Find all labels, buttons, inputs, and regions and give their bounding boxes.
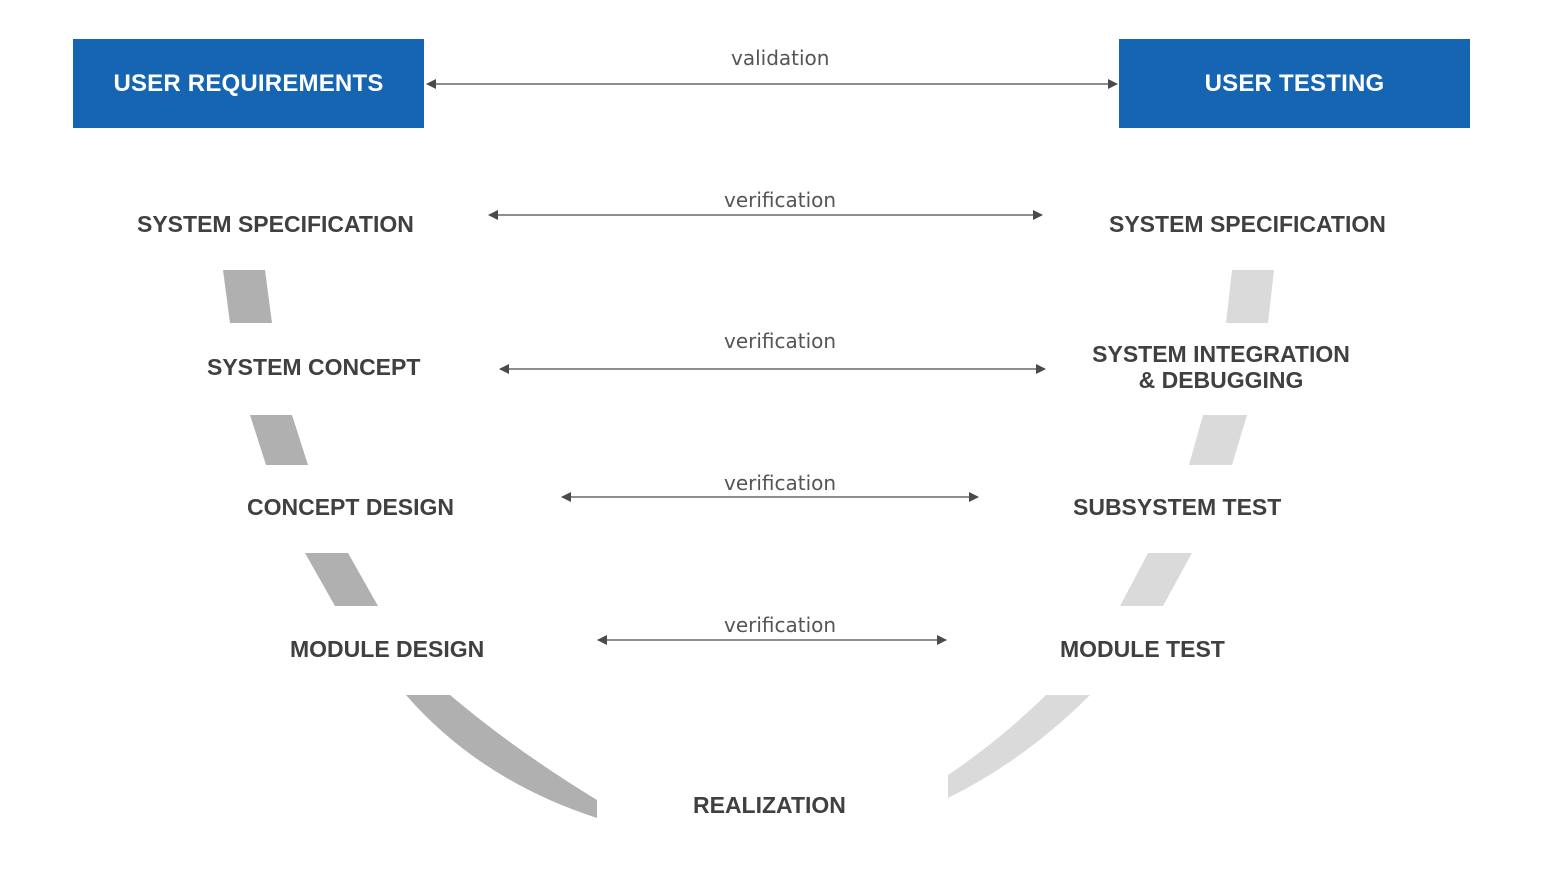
verification-label-2: verification [724, 329, 837, 353]
right-stage-system-integration: SYSTEM INTEGRATION & DEBUGGING [1079, 341, 1363, 393]
left-stage-system-concept: SYSTEM CONCEPT [207, 354, 421, 380]
left-stage-concept-design: CONCEPT DESIGN [247, 494, 455, 520]
bottom-stage-realization: REALIZATION [693, 792, 846, 818]
verification-label-4: verification [724, 613, 837, 637]
left-path-segment-4 [406, 695, 597, 818]
verification-label-3: verification [724, 471, 837, 495]
left-path-segment-1 [223, 270, 272, 323]
left-stage-system-specification: SYSTEM SPECIFICATION [137, 211, 414, 237]
left-stage-module-design: MODULE DESIGN [290, 636, 485, 662]
right-stage-subsystem-test: SUBSYSTEM TEST [1073, 494, 1282, 520]
right-stage-module-test: MODULE TEST [1060, 636, 1225, 662]
user-testing-label: USER TESTING [1204, 69, 1385, 97]
right-path-segment-4 [948, 695, 1090, 798]
validation-label: validation [731, 46, 830, 70]
right-path-segment-3 [1120, 553, 1192, 606]
right-path-segment-1 [1226, 270, 1274, 323]
right-stage-system-specification: SYSTEM SPECIFICATION [1109, 211, 1386, 237]
verification-label-1: verification [724, 188, 837, 212]
user-testing-box: USER TESTING [1119, 39, 1470, 128]
user-requirements-label: USER REQUIREMENTS [113, 69, 384, 97]
user-requirements-box: USER REQUIREMENTS [73, 39, 424, 128]
right-stage-system-integration-line-1: SYSTEM INTEGRATION [1092, 341, 1350, 367]
right-stage-system-integration-line-2: & DEBUGGING [1138, 367, 1304, 393]
right-path-segment-2 [1189, 415, 1247, 465]
left-path-segment-2 [250, 415, 308, 465]
left-path-segment-3 [305, 553, 378, 606]
